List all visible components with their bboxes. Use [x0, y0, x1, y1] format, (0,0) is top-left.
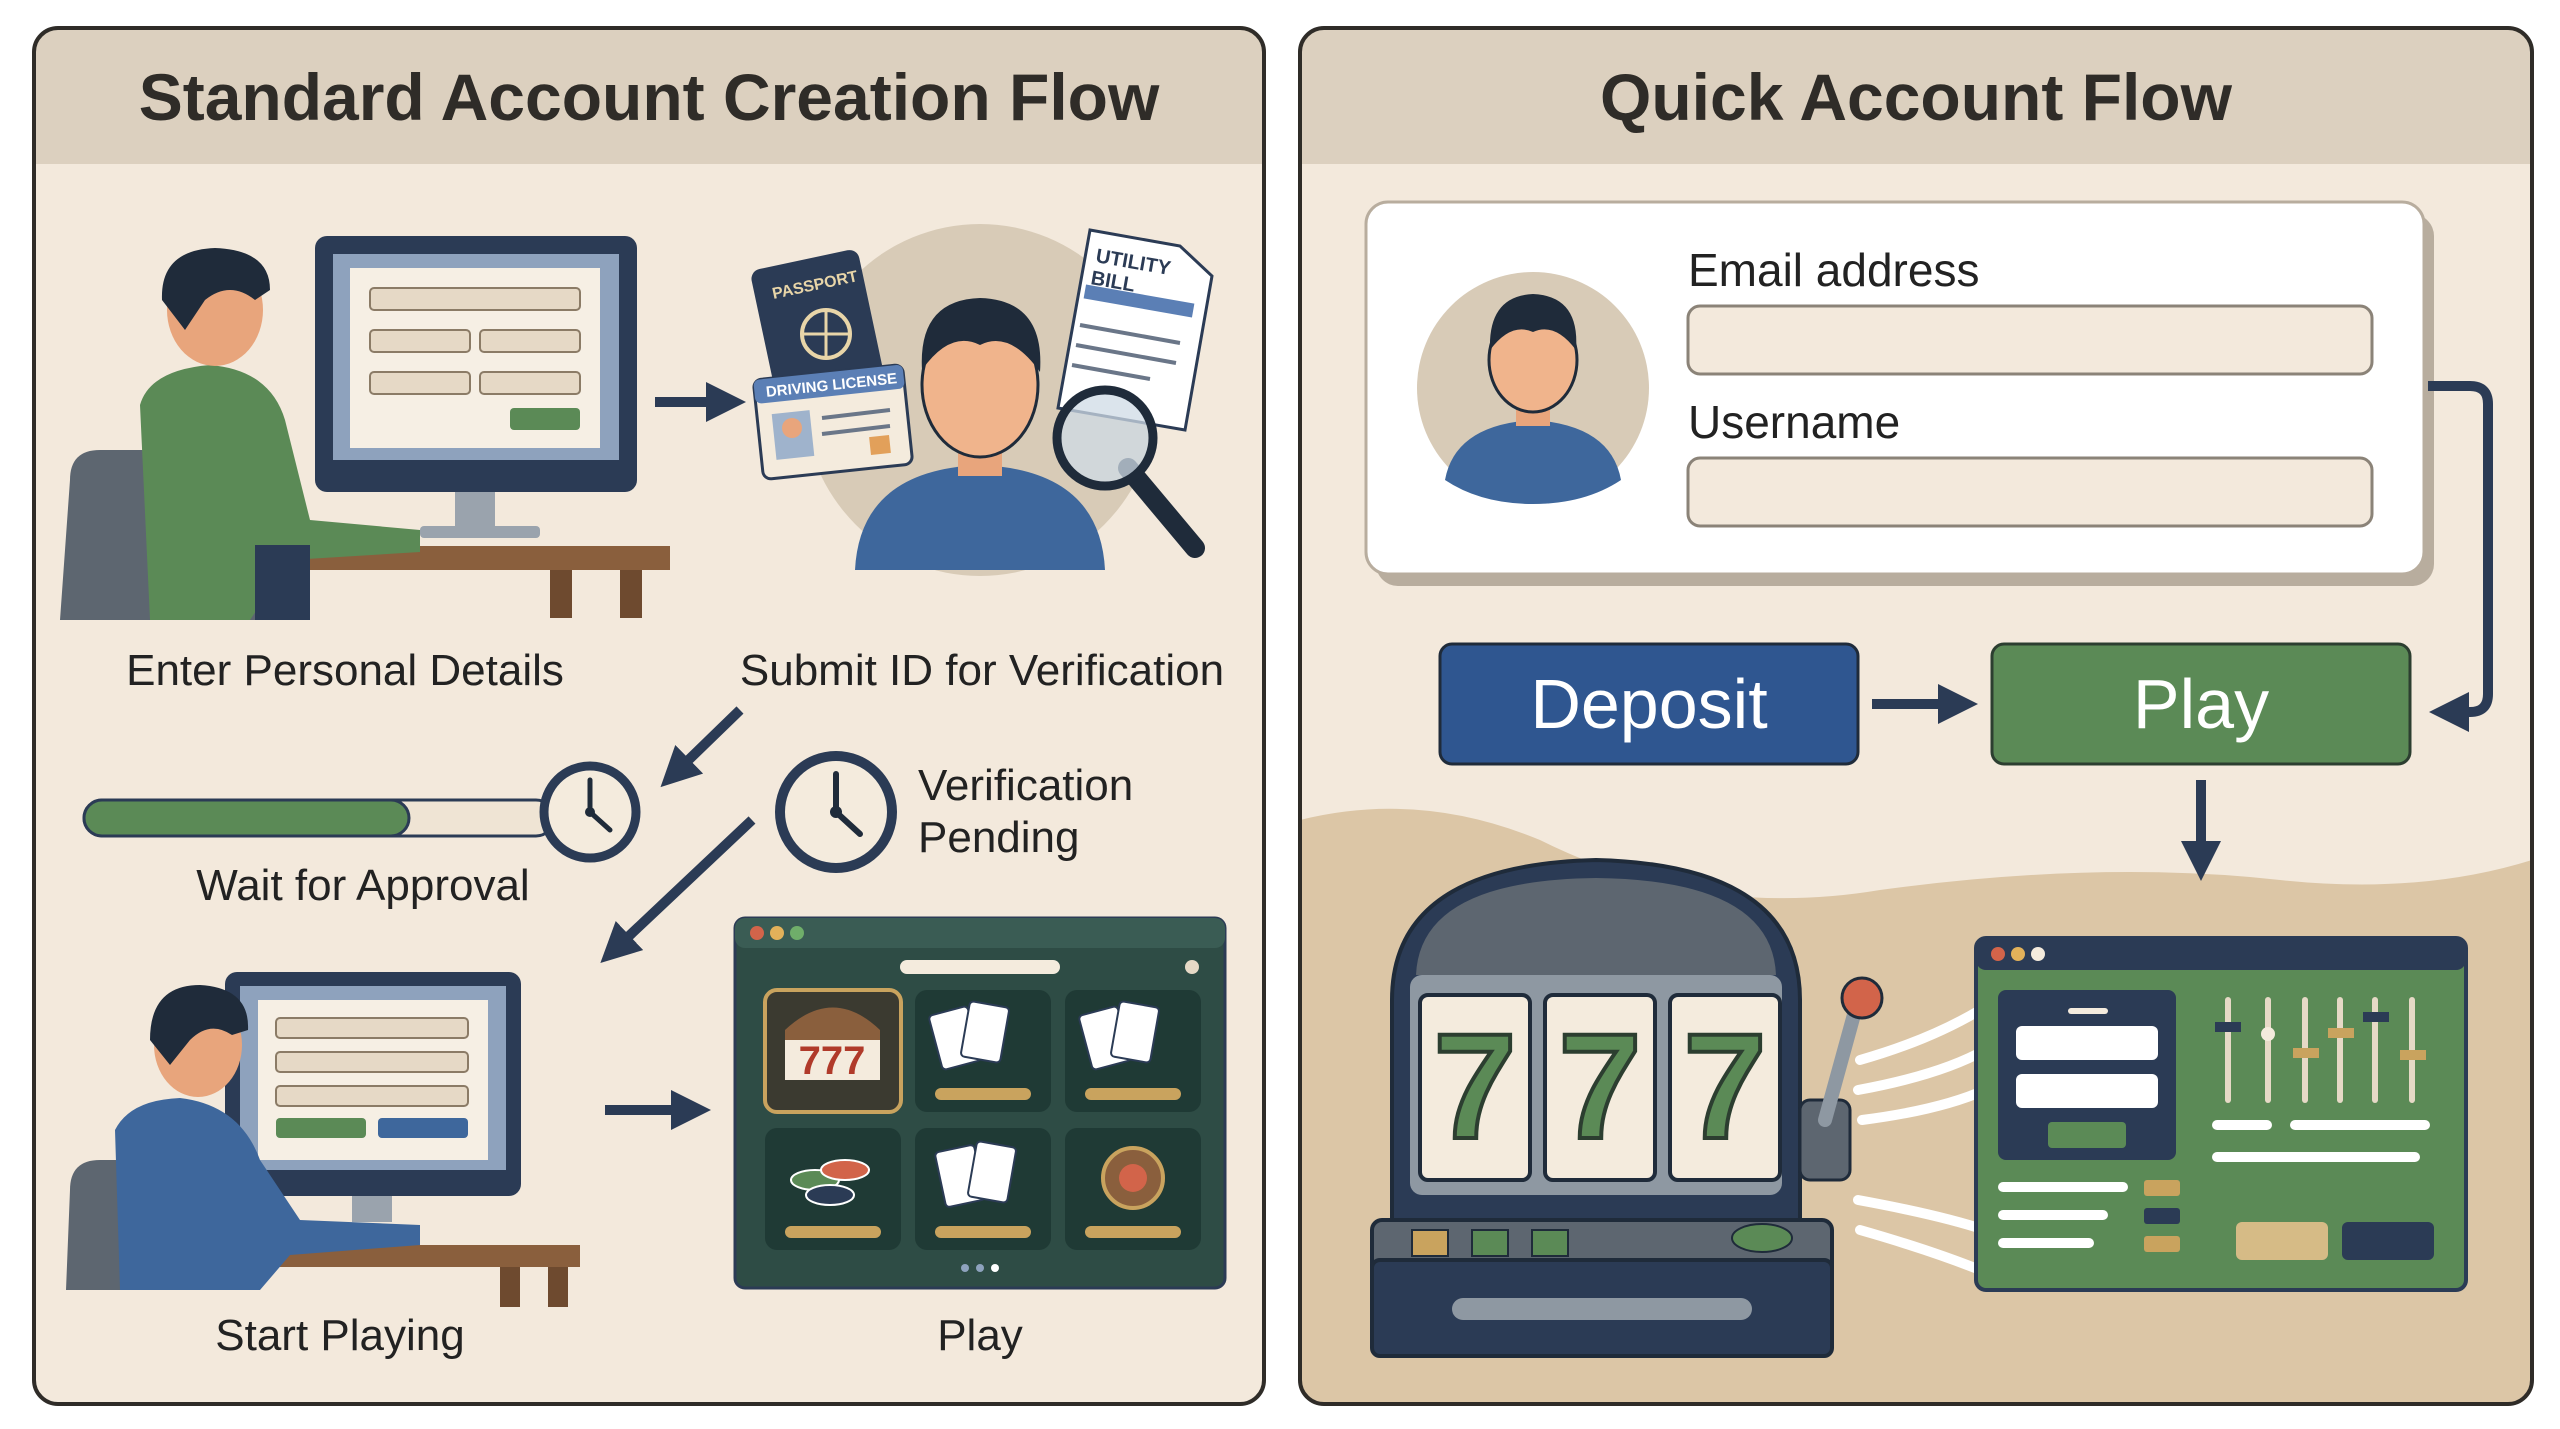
arrow-icon: [660, 706, 744, 788]
clock-icon: [539, 761, 641, 863]
deposit-button-label: Deposit: [1530, 665, 1767, 743]
game-tile-cards: [1065, 990, 1201, 1112]
svg-text:777: 777: [799, 1039, 866, 1083]
progress-bar: [82, 798, 556, 838]
svg-text:7: 7: [1433, 1002, 1516, 1170]
user-avatar-icon: [1417, 272, 1649, 504]
step-submit-id-label: Submit ID for Verification: [740, 646, 1224, 695]
clock-icon: [775, 751, 897, 873]
standard-flow-panel: Standard Account Creation Flow: [32, 26, 1266, 1406]
game-tile-cards: [915, 990, 1051, 1112]
play-button-label: Play: [2133, 665, 2269, 743]
play-button[interactable]: Play: [1990, 642, 2412, 766]
quick-flow-panel: Quick Account Flow Email address Usernam…: [1298, 26, 2534, 1406]
deposit-button[interactable]: Deposit: [1438, 642, 1860, 766]
arrow-icon: [2428, 381, 2493, 732]
user-portrait-icon: [855, 298, 1105, 570]
arrow-icon: [600, 816, 756, 963]
signup-form-card: Email address Username: [1364, 200, 2434, 586]
username-input[interactable]: [1686, 456, 2374, 528]
casino-lobby-window: 777: [733, 916, 1227, 1290]
game-tile-roulette: [1065, 1128, 1201, 1250]
id-verification-icon: PASSPORT DRIVING LICENSE: [751, 224, 1214, 576]
verification-pending-label-line1: Verification: [918, 761, 1133, 810]
game-tile-cards: [915, 1128, 1051, 1250]
driving-license-icon: DRIVING LICENSE: [752, 363, 914, 481]
person-at-computer-icon: [66, 972, 580, 1307]
step-enter-details-label: Enter Personal Details: [126, 646, 564, 695]
game-tile-slot: 777: [763, 988, 903, 1114]
slot-lever: [1798, 976, 1884, 1182]
quick-flow-title: Quick Account Flow: [1600, 60, 2233, 134]
standard-flow-title: Standard Account Creation Flow: [139, 60, 1160, 134]
slot-reel: 7: [1543, 993, 1657, 1182]
username-label: Username: [1688, 396, 1900, 448]
step-wait-label: Wait for Approval: [196, 861, 529, 910]
svg-text:7: 7: [1558, 1002, 1641, 1170]
slot-reel: 7: [1418, 993, 1532, 1182]
step-play-label: Play: [937, 1311, 1023, 1360]
casino-app-window: [1974, 936, 2468, 1292]
utility-bill-icon: UTILITY BILL: [1056, 228, 1214, 432]
magnifier-icon: [1052, 385, 1205, 558]
slot-reel: 7: [1668, 993, 1782, 1182]
person-at-computer-icon: [60, 236, 670, 620]
slot-machine-icon: 7 7 7: [1370, 857, 1884, 1358]
game-tile-chips: [765, 1128, 901, 1250]
svg-text:7: 7: [1683, 1002, 1766, 1170]
gear-icon: [1185, 960, 1199, 974]
email-input[interactable]: [1686, 304, 2374, 376]
step-start-playing-label: Start Playing: [215, 1311, 464, 1360]
email-label: Email address: [1688, 244, 1979, 296]
verification-pending-label-line2: Pending: [918, 813, 1079, 862]
